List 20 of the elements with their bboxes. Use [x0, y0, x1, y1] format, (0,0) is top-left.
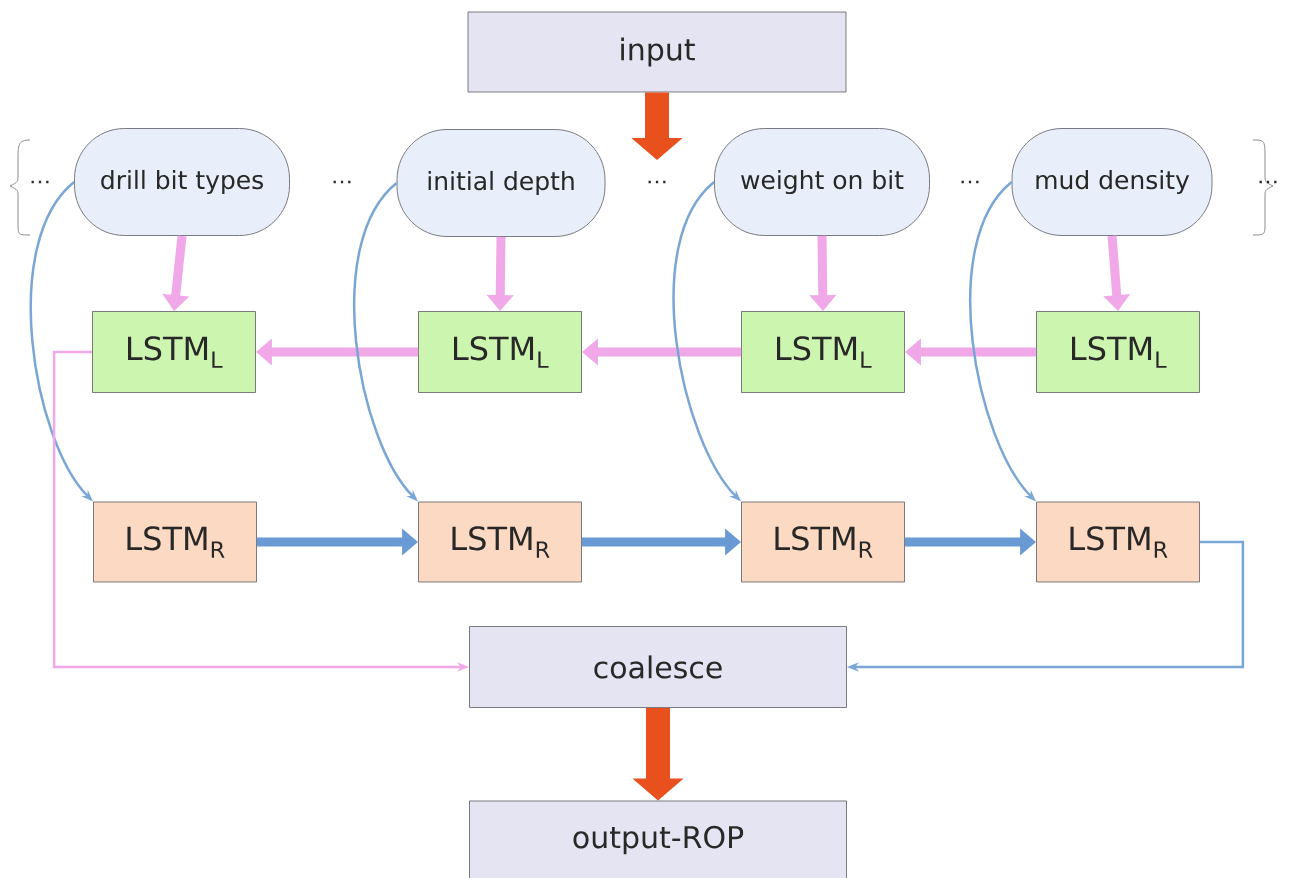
process-box: output-ROP	[469, 800, 847, 878]
process-box: coalesce	[469, 626, 847, 708]
input-pill: weight on bit	[714, 128, 930, 236]
input-pill: initial depth	[396, 129, 606, 237]
input-pill: mud density	[1011, 128, 1213, 236]
input-pill: drill bit types	[74, 128, 290, 236]
ellipsis: …	[31, 180, 49, 184]
ellipsis: …	[1259, 180, 1277, 184]
ellipsis: …	[648, 180, 666, 184]
lstm-box: LSTM$_{R}$	[741, 501, 905, 583]
process-box: input	[467, 11, 847, 93]
ellipsis: …	[961, 180, 979, 184]
lstm-box: LSTM$_{R}$	[93, 501, 257, 583]
lstm-box: LSTM$_{L}$	[1036, 311, 1200, 393]
lstm-box: LSTM$_{L}$	[418, 311, 582, 393]
lstm-box: LSTM$_{R}$	[418, 501, 582, 583]
lstm-box: LSTM$_{R}$	[1036, 501, 1200, 583]
ellipsis: …	[333, 180, 351, 184]
lstm-box: LSTM$_{L}$	[741, 311, 905, 393]
lstm-box: LSTM$_{L}$	[92, 311, 256, 393]
